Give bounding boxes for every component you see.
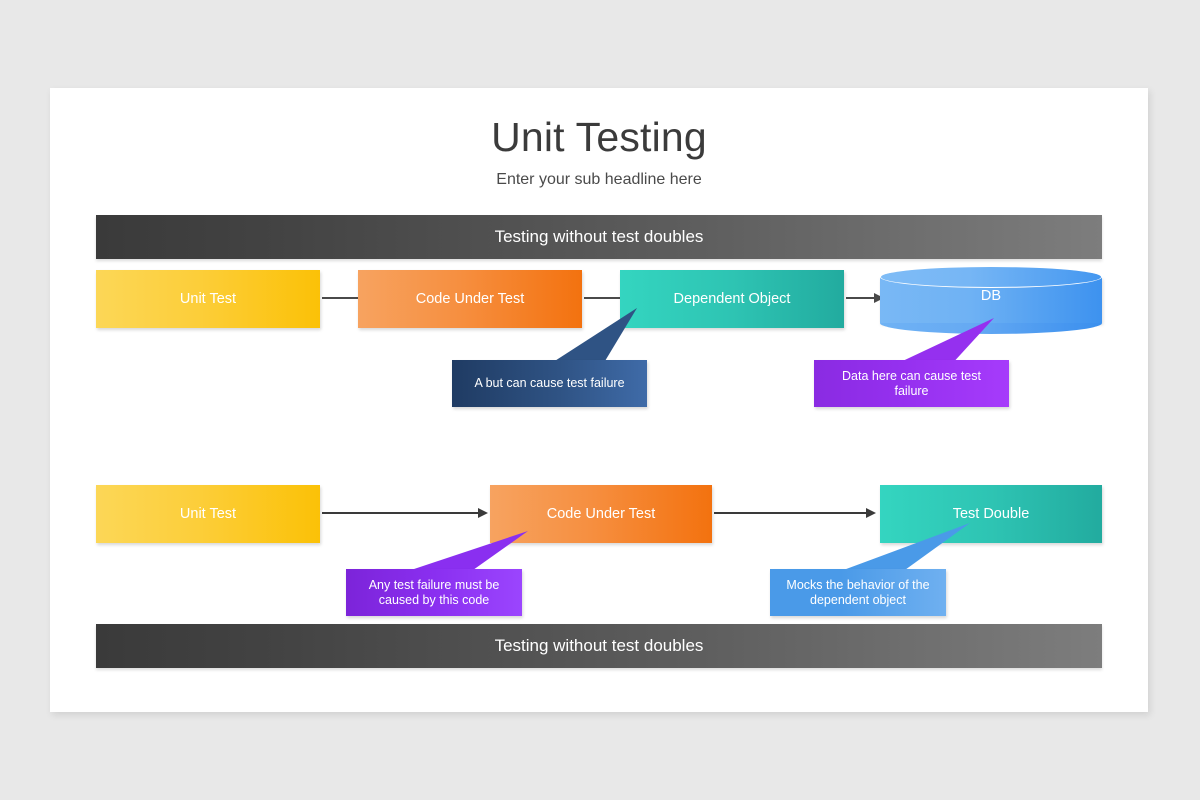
node-label: Code Under Test — [546, 506, 656, 522]
callout-text: Any test failure must be caused by this … — [346, 569, 522, 616]
node-label: Unit Test — [179, 291, 237, 307]
node-label: DB — [980, 288, 1002, 304]
node-label: Test Double — [952, 506, 1030, 522]
callout-tail — [892, 318, 994, 366]
section-bar-top: Testing without test doubles — [96, 215, 1102, 259]
cylinder-bottom-ellipse — [880, 323, 1102, 334]
callout-tail — [396, 531, 528, 575]
page-title: Unit Testing — [491, 114, 707, 160]
node-unit-test-row2[interactable]: Unit Test — [96, 485, 320, 543]
node-db-cylinder[interactable]: DB — [880, 266, 1102, 334]
arrow-unit-to-code-row2 — [322, 506, 488, 520]
section-bar-bottom: Testing without test doubles — [96, 624, 1102, 668]
node-label: Code Under Test — [415, 291, 525, 307]
cylinder-top-ellipse — [880, 266, 1102, 288]
node-test-double-row2[interactable]: Test Double — [880, 485, 1102, 543]
section-bar-top-label: Testing without test doubles — [494, 227, 704, 246]
node-dependent-object-row1[interactable]: Dependent Object — [620, 270, 844, 328]
callout-db-data-risk[interactable]: Data here can cause test failure — [762, 278, 1042, 408]
node-code-under-test-row1[interactable]: Code Under Test — [358, 270, 582, 328]
callout-dependent-object-risk[interactable]: A but can cause test failure — [452, 278, 712, 408]
callout-test-double-mocks[interactable]: Mocks the behavior of the dependent obje… — [722, 493, 982, 616]
callout-tail — [830, 523, 970, 575]
callout-tail — [547, 308, 637, 366]
node-unit-test-row1[interactable]: Unit Test — [96, 270, 320, 328]
callout-text: A but can cause test failure — [452, 360, 647, 407]
node-code-under-test-row2[interactable]: Code Under Test — [490, 485, 712, 543]
callout-text: Data here can cause test failure — [814, 360, 1009, 407]
slide-canvas: Unit Testing Enter your sub headline her… — [50, 88, 1148, 712]
node-label: Unit Test — [179, 506, 237, 522]
arrow-dependent-to-db-row1 — [846, 291, 884, 305]
section-bar-bottom-label: Testing without test doubles — [494, 636, 704, 655]
arrow-code-to-double-row2 — [714, 506, 876, 520]
callout-text: Mocks the behavior of the dependent obje… — [770, 569, 946, 616]
node-label: Dependent Object — [673, 291, 791, 307]
callout-code-under-test-responsibility[interactable]: Any test failure must be caused by this … — [346, 493, 596, 616]
page-subtitle: Enter your sub headline here — [496, 171, 702, 188]
